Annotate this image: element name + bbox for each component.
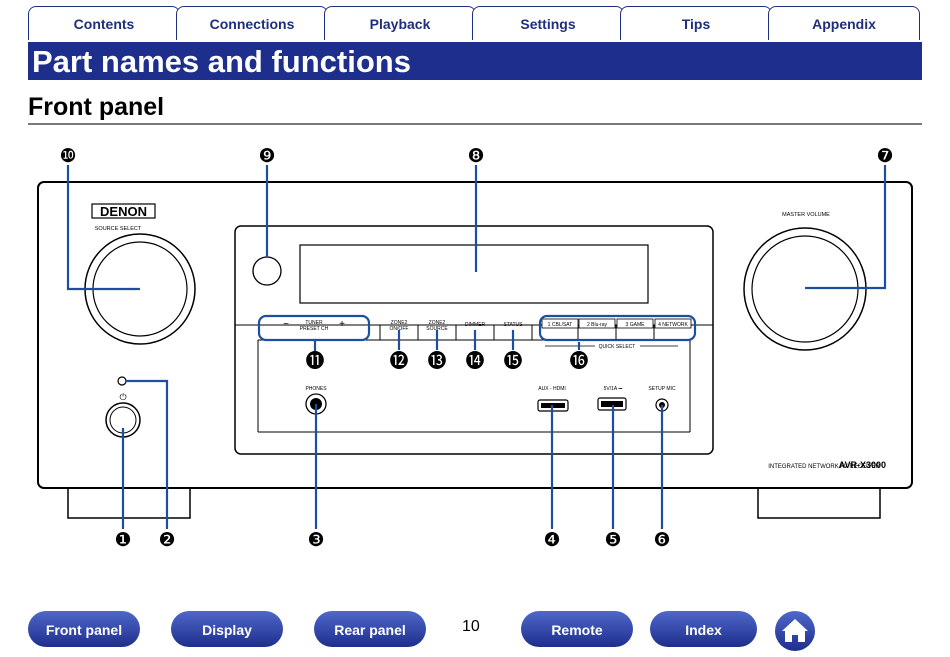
- phones-label: PHONES: [305, 386, 327, 392]
- callout-16: ⓰: [569, 350, 588, 372]
- quick-select-2: 2 Blu-ray: [587, 322, 608, 328]
- power-indicator: [117, 376, 127, 386]
- tab-appendix[interactable]: Appendix: [768, 6, 920, 40]
- callout-4: ❹: [543, 530, 560, 551]
- page-title: Part names and functions: [32, 44, 411, 79]
- setup-mic-label: SETUP MIC: [648, 386, 676, 392]
- callout-10: ❿: [59, 146, 76, 167]
- tab-settings[interactable]: Settings: [472, 6, 624, 40]
- tab-playback[interactable]: Playback: [324, 6, 476, 40]
- tab-tips[interactable]: Tips: [620, 6, 772, 40]
- zone2-onoff-label-1: ZONE2: [391, 320, 408, 326]
- brand-box: [91, 203, 156, 219]
- tab-connections[interactable]: Connections: [176, 6, 328, 40]
- quick-select-label: QUICK SELECT: [599, 344, 636, 350]
- quick-select-4: 4 NETWORK: [658, 322, 688, 328]
- callout-3: ❸: [307, 530, 324, 551]
- left-foot: [67, 487, 191, 519]
- callout-15: ⓯: [503, 350, 522, 372]
- status-label: STATUS: [504, 322, 524, 328]
- callout-7: ❼: [876, 146, 893, 167]
- callout-8: ❽: [467, 146, 484, 167]
- callout-14: ⓮: [465, 350, 484, 372]
- title-bar: Part names and functions: [28, 42, 922, 80]
- callout-5: ❺: [604, 530, 621, 551]
- callout-9: ❾: [258, 146, 275, 167]
- tuner-label: TUNER: [305, 320, 323, 326]
- index-button[interactable]: Index: [650, 611, 757, 647]
- zone2-source-label-2: SOURCE: [426, 326, 448, 332]
- right-foot: [757, 487, 881, 519]
- source-select-label: SOURCE SELECT: [95, 226, 142, 232]
- dimmer-label: DIMMER: [465, 322, 486, 328]
- callout-numbers: ❶ ❷ ❸ ❹ ❺ ❻ ❼ ❽ ❾ ❿ ⓫ ⓬ ⓭ ⓮ ⓯ ⓰: [59, 146, 893, 551]
- home-button[interactable]: [775, 611, 815, 651]
- power-symbol: ⏻: [119, 392, 126, 402]
- section-title: Front panel: [28, 93, 165, 121]
- page-number: 10: [462, 618, 480, 635]
- callout-2: ❷: [158, 530, 175, 551]
- tuner-preset-label: PRESET CH: [300, 326, 329, 332]
- callout-13: ⓭: [427, 350, 446, 372]
- callout-12: ⓬: [389, 350, 408, 372]
- zone2-onoff-label-2: ON/OFF: [390, 326, 409, 332]
- remote-button[interactable]: Remote: [521, 611, 633, 647]
- usb-label: 5V/1A ⎓: [604, 386, 623, 392]
- tab-contents[interactable]: Contents: [28, 6, 180, 40]
- section-divider: [28, 123, 922, 125]
- model-name: AVR-X3000: [839, 460, 886, 470]
- callout-lines: [66, 165, 887, 529]
- aux-hdmi-label: AUX - HDMI: [538, 386, 566, 392]
- model-description: INTEGRATED NETWORK AV RECEIVER: [768, 464, 880, 470]
- callout-11: ⓫: [305, 350, 324, 372]
- remote-sensor: [252, 256, 282, 286]
- master-volume-label: MASTER VOLUME: [782, 212, 830, 218]
- display-button[interactable]: Display: [171, 611, 283, 647]
- home-icon: [782, 619, 808, 642]
- display-window: [299, 244, 649, 304]
- front-panel-button[interactable]: Front panel: [28, 611, 140, 647]
- tuner-minus: −: [283, 319, 289, 330]
- zone2-source-label-1: ZONE2: [429, 320, 446, 326]
- callout-6: ❻: [653, 530, 670, 551]
- quick-select-3: 3 GAME: [626, 322, 646, 328]
- top-tabs: Contents Connections Playback Settings T…: [28, 6, 922, 42]
- tuner-plus: +: [339, 319, 345, 330]
- brand-logo: DENON: [100, 204, 147, 219]
- rear-panel-button[interactable]: Rear panel: [314, 611, 426, 647]
- quick-select-1: 1 CBL/SAT: [548, 322, 573, 328]
- callout-1: ❶: [114, 530, 131, 551]
